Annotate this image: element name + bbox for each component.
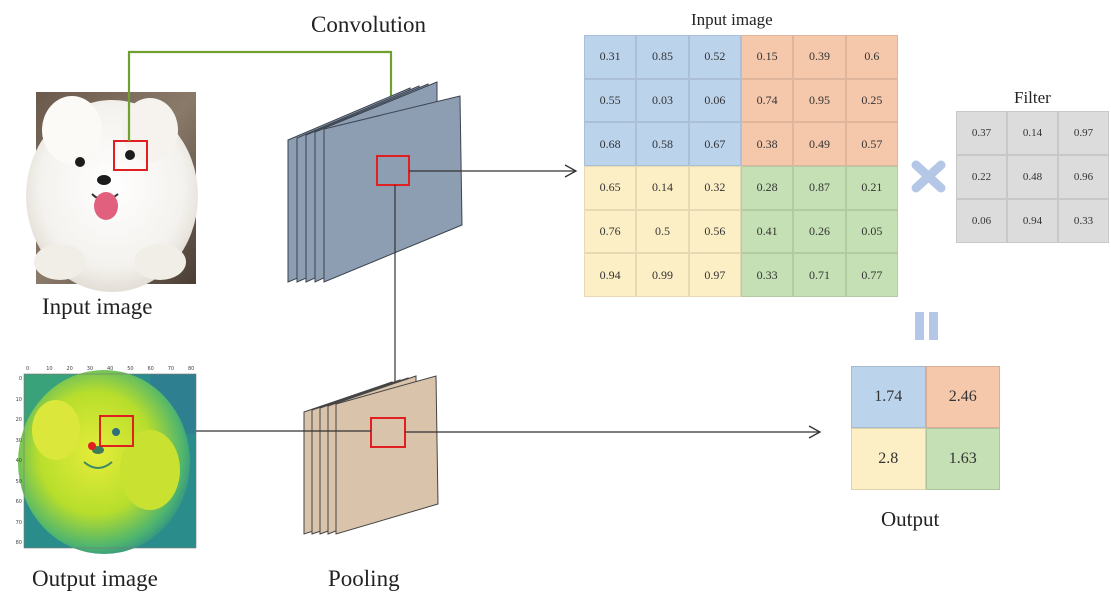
filter-matrix-cell: 0.06 (956, 199, 1007, 243)
input-matrix-cell: 0.41 (740, 209, 794, 254)
y-tick-label: 0 (18, 376, 22, 382)
y-axis-ticks: 0 10 20 30 40 50 60 70 80 (10, 374, 22, 548)
input-image-caption: Input image (42, 294, 153, 319)
input-matrix-cell: 0.68 (584, 122, 637, 166)
filter-matrix-cell: 0.37 (956, 111, 1007, 155)
filter-matrix-cell: 0.94 (1007, 199, 1058, 243)
filter-matrix-cell: 0.48 (1007, 155, 1058, 199)
equals-icon (915, 312, 938, 340)
convolution-arrow (127, 50, 393, 141)
y-tick-label: 20 (15, 417, 22, 423)
input-matrix-cell: 0.21 (845, 166, 898, 210)
input-matrix-cell: 0.31 (584, 35, 637, 79)
input-matrix-cell: 0.03 (636, 78, 689, 123)
y-tick-label: 40 (15, 458, 22, 464)
input-matrix-cell: 0.06 (688, 78, 741, 123)
input-matrix-cell: 0.05 (845, 209, 898, 254)
y-tick-label: 70 (15, 519, 22, 526)
input-matrix-cell: 0.55 (584, 78, 637, 123)
convolution-layer-stack (287, 81, 463, 283)
pooling-layer-stack (303, 375, 439, 535)
input-matrix-cell: 0.87 (793, 166, 846, 210)
input-matrix-cell: 0.32 (688, 166, 741, 210)
input-matrix-cell: 0.85 (636, 35, 689, 79)
x-tick-label: 40 (107, 366, 114, 372)
input-matrix-cell: 0.49 (793, 122, 846, 166)
output-matrix-cell: 2.46 (925, 366, 1000, 428)
filter-title: Filter (1014, 88, 1051, 107)
filter-matrix-cell: 0.22 (956, 155, 1007, 199)
y-tick-label: 60 (15, 499, 22, 505)
input-matrix-cell: 0.5 (636, 209, 689, 254)
input-matrix-cell: 0.99 (636, 253, 689, 297)
output-matrix-cell: 1.74 (851, 366, 926, 428)
x-tick-label: 0 (26, 366, 30, 372)
output-image-marker (88, 442, 96, 450)
input-matrix-cell: 0.25 (845, 78, 898, 123)
filter-matrix-cell: 0.14 (1007, 111, 1058, 155)
input-matrix-cell: 0.28 (740, 166, 794, 210)
input-matrix-cell: 0.58 (636, 122, 689, 166)
filter-matrix-cell: 0.97 (1058, 111, 1109, 155)
input-matrix-cell: 0.97 (688, 253, 741, 297)
input-matrix-cell: 0.95 (793, 78, 846, 123)
input-matrix-cell: 0.52 (688, 35, 741, 79)
y-tick-label: 50 (15, 478, 22, 485)
output-heatmap-image (18, 370, 197, 554)
input-matrix-cell: 0.39 (793, 35, 846, 79)
x-tick-label: 20 (66, 366, 73, 372)
pooling-label: Pooling (328, 566, 400, 591)
x-tick-label: 30 (86, 366, 94, 372)
input-matrix-cell: 0.71 (793, 253, 846, 297)
matrix-title: Input image (691, 10, 773, 29)
y-tick-label: 30 (15, 437, 22, 444)
x-tick-label: 50 (127, 366, 134, 372)
input-matrix-cell: 0.33 (740, 253, 794, 297)
output-matrix-cell: 2.8 (851, 428, 926, 490)
input-matrix-cell: 0.74 (740, 78, 794, 123)
multiply-icon (911, 160, 946, 193)
input-matrix-cell: 0.15 (740, 35, 794, 79)
x-tick-label: 10 (46, 366, 53, 372)
input-highlight-box (113, 140, 148, 171)
input-matrix-cell: 0.94 (584, 253, 637, 297)
input-matrix-cell: 0.14 (636, 166, 689, 210)
filter-matrix-cell: 0.33 (1058, 199, 1109, 243)
x-tick-label: 80 (188, 366, 195, 372)
input-matrix-cell: 0.6 (845, 35, 898, 79)
input-matrix-cell: 0.76 (584, 209, 637, 254)
input-matrix-cell: 0.77 (845, 253, 898, 297)
input-dog-photo (26, 92, 198, 292)
filter-matrix-cell: 0.96 (1058, 155, 1109, 199)
x-tick-label: 70 (167, 366, 175, 372)
output-highlight-box (99, 415, 134, 447)
y-tick-label: 80 (15, 540, 22, 546)
x-axis-ticks: 0 10 20 30 40 50 60 70 80 (24, 366, 196, 374)
input-matrix-cell: 0.65 (584, 166, 637, 210)
input-matrix-cell: 0.67 (688, 122, 741, 166)
convolution-label: Convolution (311, 12, 427, 37)
output-title: Output (881, 507, 940, 531)
output-matrix-cell: 1.63 (925, 428, 1000, 490)
input-matrix-cell: 0.57 (845, 122, 898, 166)
input-matrix-cell: 0.26 (793, 209, 846, 254)
y-tick-label: 10 (15, 396, 22, 403)
input-matrix-cell: 0.38 (740, 122, 794, 166)
x-tick-label: 60 (147, 366, 154, 372)
input-matrix-cell: 0.56 (688, 209, 741, 254)
output-image-caption: Output image (32, 566, 158, 591)
